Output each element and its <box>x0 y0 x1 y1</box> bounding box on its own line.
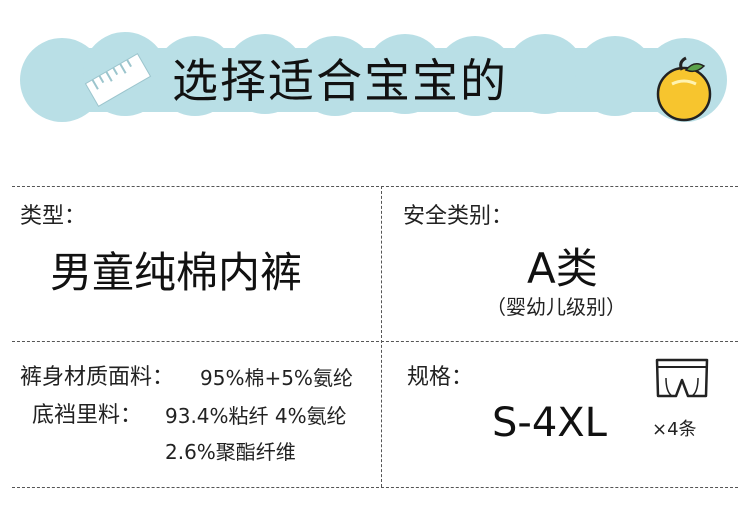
ruler-icon <box>84 53 152 107</box>
orange-fruit-icon <box>656 56 712 122</box>
crotch-material-label: 底裆里料： <box>32 403 143 428</box>
grid-line-vertical <box>381 186 382 487</box>
grid-line-bottom <box>12 487 738 488</box>
grid-line-top <box>12 186 738 187</box>
crotch-material-value-1: 93.4%粘纤 4%氨纶 <box>165 404 347 428</box>
spec-size: S-4XL <box>492 400 607 446</box>
boxer-briefs-icon <box>655 358 709 398</box>
spec-count: ×4条 <box>652 419 697 440</box>
type-value: 男童纯棉内裤 <box>50 248 303 297</box>
crotch-material-value-2: 2.6%聚酯纤维 <box>165 440 296 464</box>
safety-label: 安全类别： <box>403 204 514 229</box>
cloud-banner-shape <box>20 32 727 122</box>
grid-line-middle <box>12 341 738 342</box>
banner-title: 选择适合宝宝的 <box>172 54 508 108</box>
safety-value: A类 <box>527 244 598 293</box>
type-label: 类型： <box>20 204 87 229</box>
safety-note: （婴幼儿级别） <box>486 295 626 319</box>
spec-label: 规格： <box>407 365 474 390</box>
body-material-label: 裤身材质面料： <box>20 365 175 390</box>
header-banner <box>20 32 727 122</box>
body-material-value: 95%棉+5%氨纶 <box>200 366 353 390</box>
